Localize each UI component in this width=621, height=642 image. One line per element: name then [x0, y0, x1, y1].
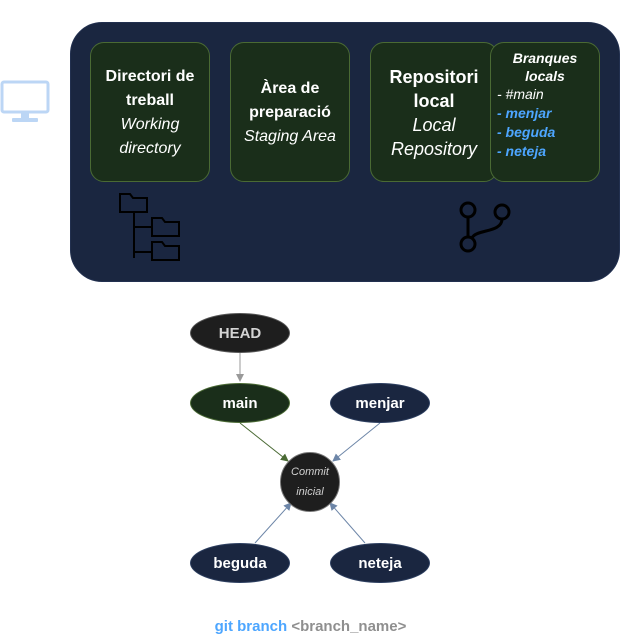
neteja-to-commit-arrow [329, 502, 366, 544]
beguda-to-commit-arrow [254, 502, 292, 544]
git-command-argument: <branch_name> [291, 618, 407, 635]
computer-icon [0, 80, 50, 122]
commit-label-line2: inicial [296, 486, 324, 498]
local-repository-title: Repositori local [389, 67, 479, 111]
beguda-branch-node: beguda [190, 543, 290, 583]
staging-area-box: Àrea de preparació Staging Area [230, 42, 350, 182]
main-to-commit-arrow [239, 422, 289, 462]
branch-list-item: - #main [497, 86, 544, 102]
local-branches-header: Branques locals [512, 50, 578, 84]
branch-list-item: - beguda [497, 124, 556, 140]
main-branch-node: main [190, 383, 290, 423]
staging-area-subtitle: Staging Area [244, 128, 336, 145]
neteja-branch-node: neteja [330, 543, 430, 583]
branch-list-item: - neteja [497, 143, 547, 159]
commit-label-line1: Commit [291, 466, 329, 478]
local-repository-subtitle: Local Repository [390, 115, 478, 159]
commit-node: Commit inicial [280, 452, 340, 512]
git-command-keyword: git branch [214, 618, 288, 635]
folder-tree-icon [119, 193, 180, 261]
working-directory-box: Directori de treball Working directory [90, 42, 210, 182]
git-branch-icon [459, 201, 511, 253]
head-node: HEAD [190, 313, 290, 353]
local-repository-box: Repositori local Local Repository [370, 42, 498, 182]
staging-area-title: Àrea de preparació [249, 80, 331, 121]
menjar-to-commit-arrow [332, 422, 381, 462]
git-command: git branch <branch_name> [0, 618, 621, 635]
local-branches-box: Branques locals - #main - menjar - begud… [490, 42, 600, 182]
menjar-branch-node: menjar [330, 383, 430, 423]
branch-list-item: - menjar [497, 105, 552, 121]
working-directory-subtitle: Working directory [119, 116, 181, 157]
working-directory-title: Directori de treball [105, 68, 195, 109]
